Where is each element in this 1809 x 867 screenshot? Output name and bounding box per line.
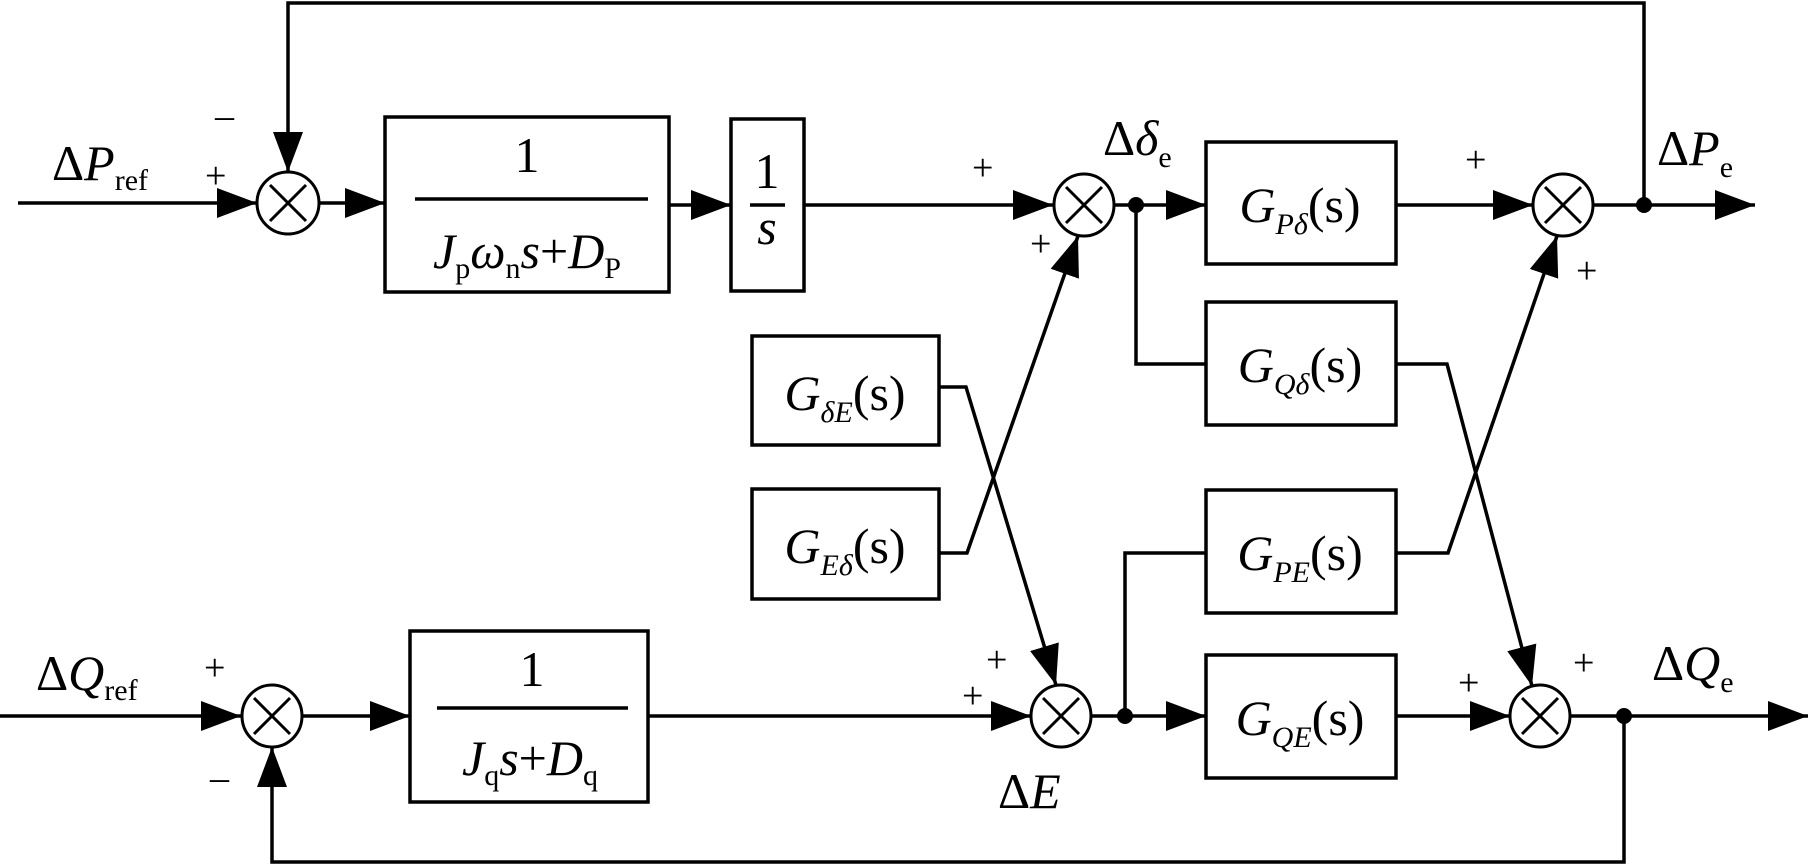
block-G-E-delta: GEδ(s) xyxy=(750,487,941,601)
wire-GdeltaE-sumE xyxy=(939,385,1059,686)
delta-e-label: Δδe xyxy=(1103,110,1172,174)
svg-text:1: 1 xyxy=(755,143,780,199)
svg-text:ΔQref: ΔQref xyxy=(36,645,138,707)
q-feedback-line xyxy=(257,716,1626,864)
svg-text:ΔPref: ΔPref xyxy=(52,135,148,197)
block-G-delta-E: GδE(s) xyxy=(750,334,941,447)
svg-text:Jpωns+DP: Jpωns+DP xyxy=(433,223,621,285)
svg-text:1: 1 xyxy=(515,127,540,183)
svg-text:GQE(s): GQE(s) xyxy=(1236,690,1365,754)
sum-junction-delta xyxy=(1052,172,1116,238)
sign-q-ref-minus: – xyxy=(209,757,230,799)
block-p-inertia: 1 Jpωns+DP xyxy=(383,115,671,294)
p-e-label: ΔPe xyxy=(1657,120,1733,184)
sum-junction-qe xyxy=(1508,683,1572,749)
wire-GPE-sum3 xyxy=(1396,235,1559,555)
svg-text:ΔPe: ΔPe xyxy=(1657,120,1733,184)
p-ref-label: ΔPref xyxy=(52,135,148,197)
svg-text:GEδ(s): GEδ(s) xyxy=(784,518,905,582)
block-G-P-delta: GPδ(s) xyxy=(1204,140,1398,266)
wire-delta-GQdelta xyxy=(1134,205,1206,366)
wire-E-GPE xyxy=(1123,551,1206,716)
svg-text:s: s xyxy=(757,199,776,255)
svg-text:GPδ(s): GPδ(s) xyxy=(1239,177,1360,241)
sum-junction-E xyxy=(1029,683,1093,749)
sign-qe-cross-plus: + xyxy=(1573,642,1594,684)
sign-q-ref-plus: + xyxy=(204,647,225,689)
svg-text:GδE(s): GδE(s) xyxy=(784,365,905,429)
q-e-label: ΔQe xyxy=(1652,635,1734,699)
sum-junction-q-ref xyxy=(240,683,304,749)
sign-pe-main-plus: + xyxy=(1465,139,1486,181)
svg-text:1: 1 xyxy=(520,641,545,697)
sign-E-main-plus: + xyxy=(962,675,983,717)
block-integrator: 1 s xyxy=(729,117,806,293)
svg-text:GPE(s): GPE(s) xyxy=(1237,525,1363,589)
delta-E-label: ΔE xyxy=(998,763,1061,819)
block-G-P-E: GPE(s) xyxy=(1204,488,1398,615)
block-G-Q-delta: GQδ(s) xyxy=(1204,300,1398,427)
block-G-Q-E: GQE(s) xyxy=(1204,653,1398,780)
wire-GQdelta-sumQe xyxy=(1396,362,1537,687)
svg-text:Jqs+Dq: Jqs+Dq xyxy=(462,730,598,792)
sum-junction-pe xyxy=(1531,172,1595,238)
sign-p-ref-plus: + xyxy=(205,155,226,197)
sign-E-cross-plus: + xyxy=(986,639,1007,681)
svg-text:GQδ(s): GQδ(s) xyxy=(1238,337,1363,401)
block-q-inertia: 1 Jqs+Dq xyxy=(408,629,650,804)
sign-delta-cross-plus: + xyxy=(1030,223,1051,265)
p-feedback-line xyxy=(273,1,1646,205)
sign-p-ref-minus: – xyxy=(214,95,235,137)
wire-GEdelta-sum2 xyxy=(939,235,1080,555)
sign-qe-main-plus: + xyxy=(1458,662,1479,704)
sign-delta-main-plus: + xyxy=(972,147,993,189)
q-ref-label: ΔQref xyxy=(36,645,138,707)
sum-junction-p-ref xyxy=(255,170,321,236)
svg-text:Δδe: Δδe xyxy=(1103,110,1172,174)
sign-pe-cross-plus: + xyxy=(1576,250,1597,292)
svg-text:ΔQe: ΔQe xyxy=(1652,635,1734,699)
svg-text:ΔE: ΔE xyxy=(998,763,1061,819)
